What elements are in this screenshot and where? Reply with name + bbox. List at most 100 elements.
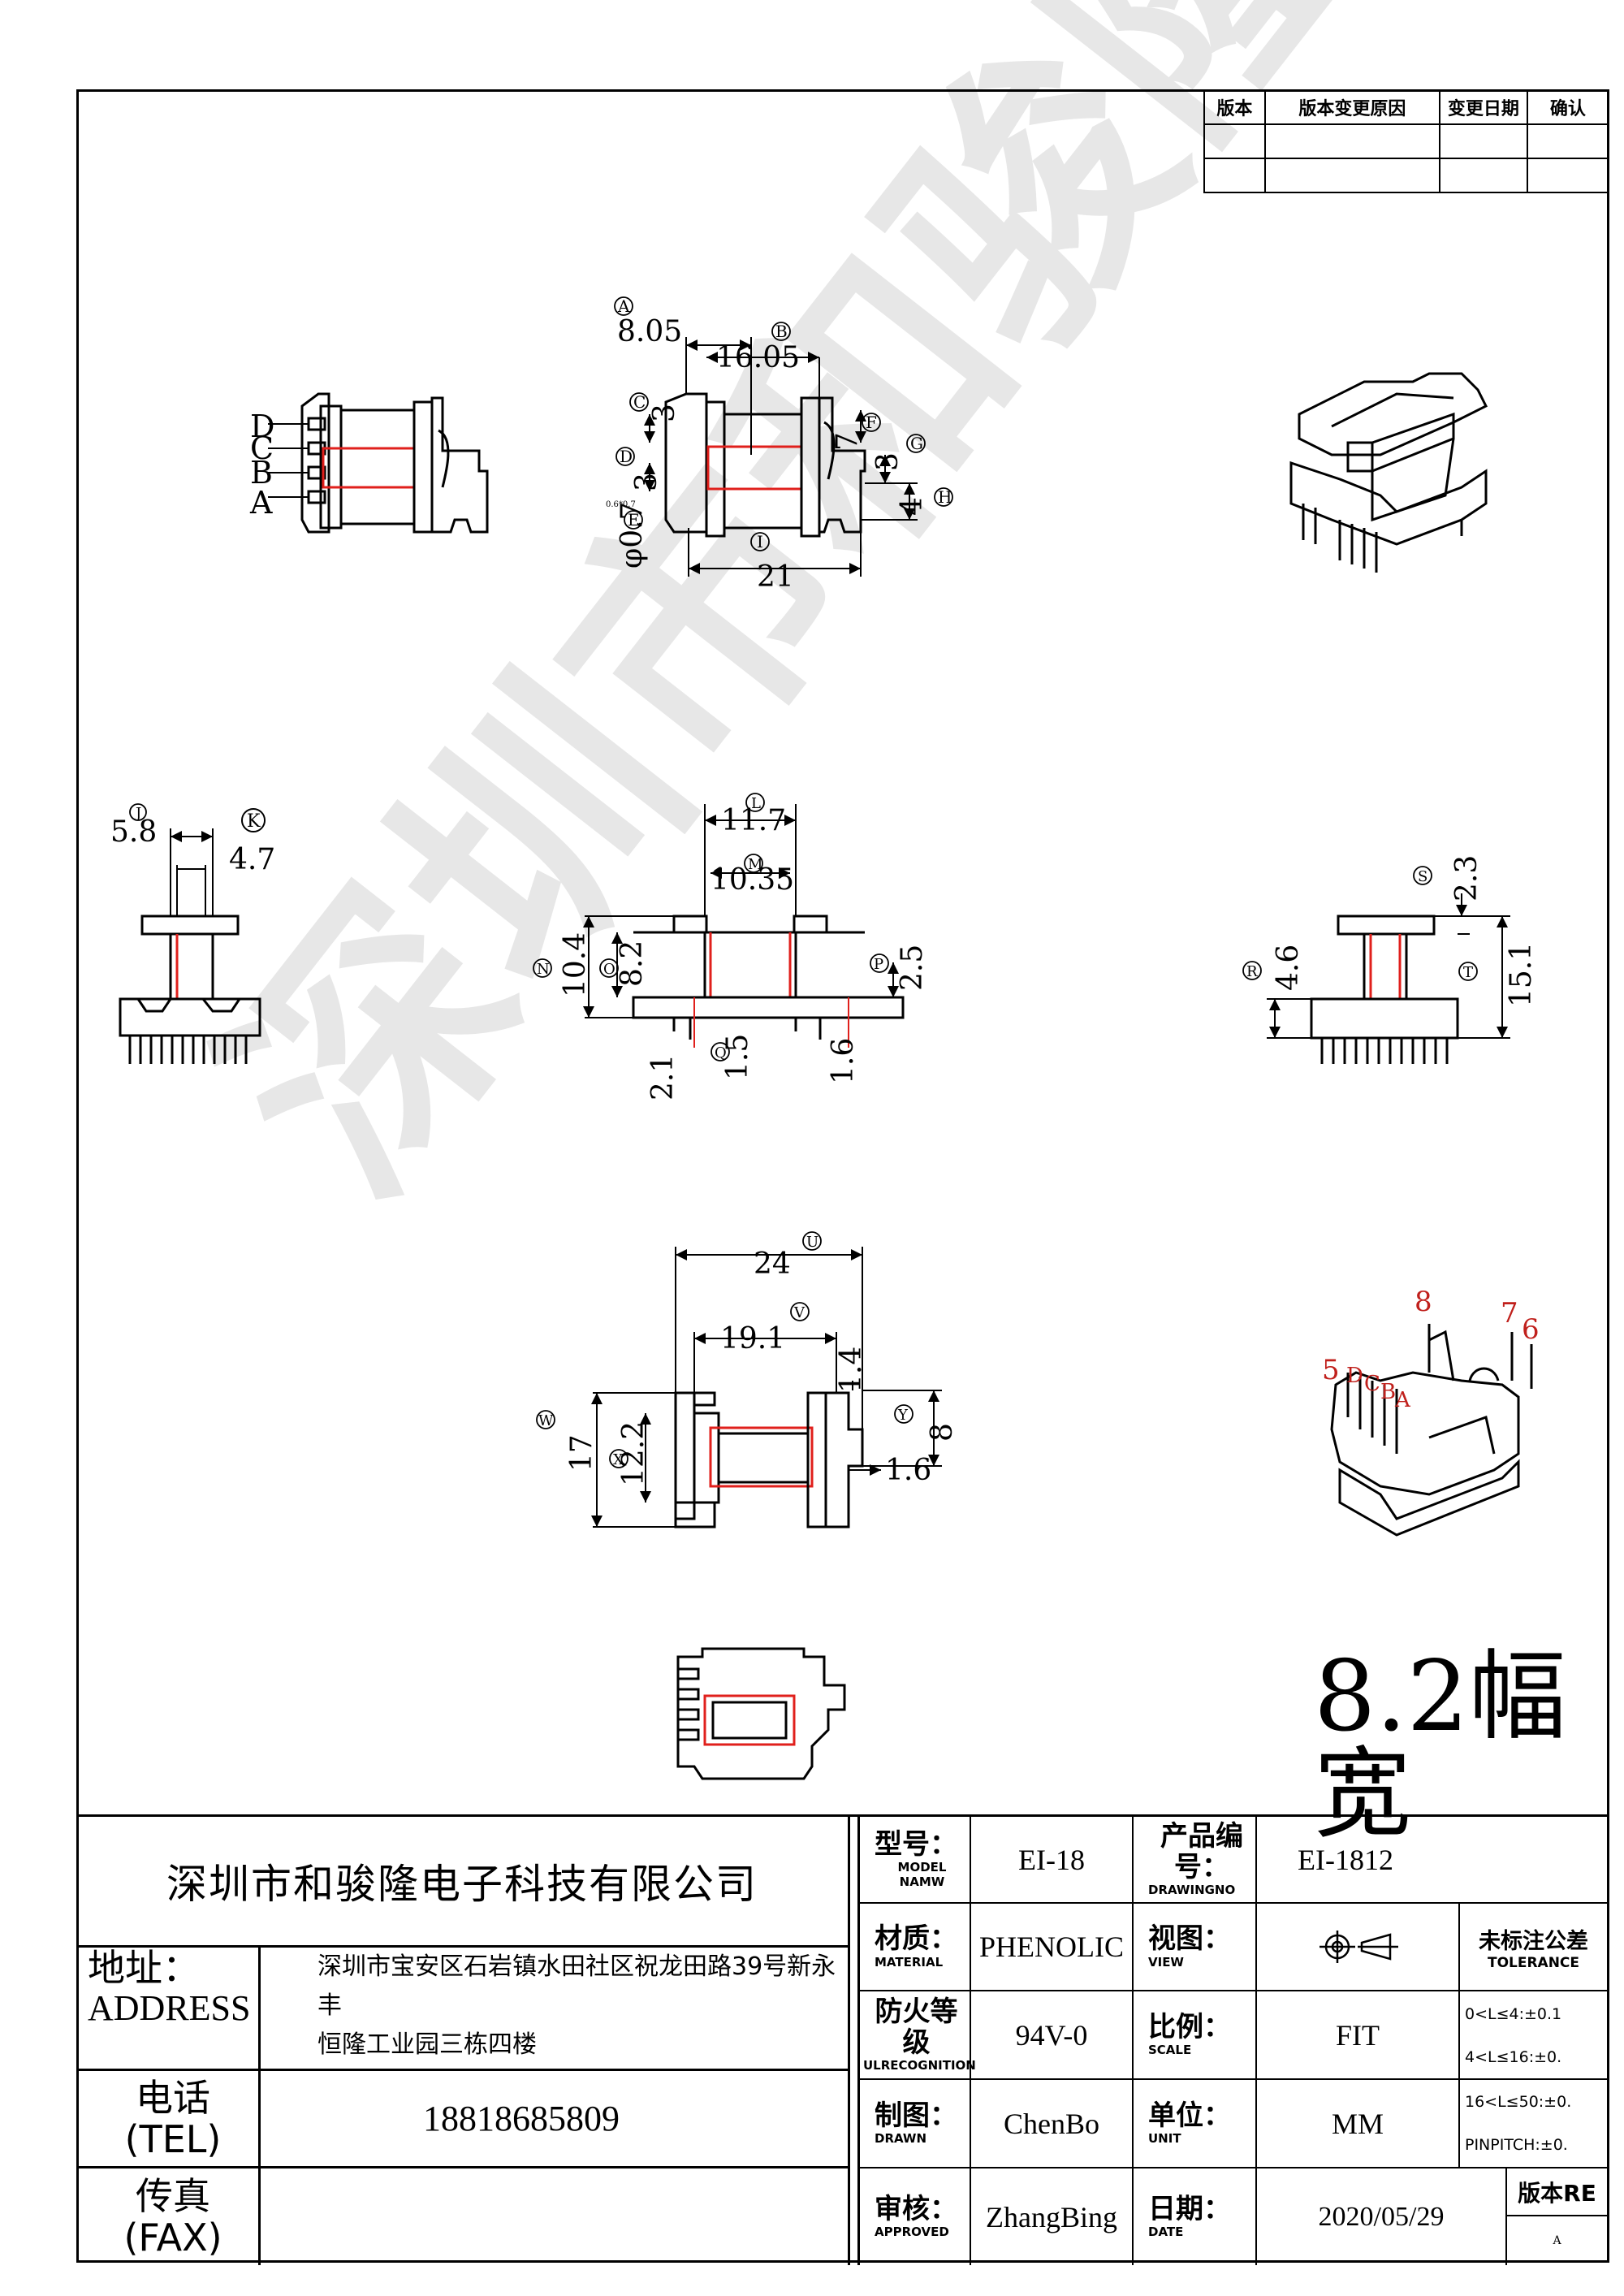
circle-d: D — [620, 447, 633, 466]
version-value: A — [1553, 2234, 1561, 2247]
tolerance-label-en: TOLERANCE — [1487, 1954, 1580, 1971]
dim-i: 21 — [757, 560, 794, 594]
dim-f: 7 — [831, 432, 864, 451]
circle-w: W — [538, 1412, 554, 1429]
flame-label: 防火等级 — [875, 1995, 958, 2059]
iso-pin-d: D — [1346, 1364, 1363, 1388]
dim-k: 4.7 — [229, 843, 275, 876]
dim-t: 15.1 — [1505, 942, 1538, 1007]
date-value: 2020/05/29 — [1318, 2201, 1445, 2232]
circle-i: I — [757, 532, 763, 551]
circle-m: M — [748, 856, 762, 873]
circle-g: G — [910, 434, 923, 453]
dim-r: 4.6 — [1272, 945, 1305, 991]
drawn-label-cell: 制图： DRAWN — [860, 2080, 970, 2167]
dim-w: 17 — [565, 1434, 598, 1472]
front-pin-labels: D C B A — [249, 409, 274, 521]
circle-c: C — [633, 392, 646, 412]
dim-q: 1.5 — [721, 1034, 754, 1080]
drawingno-label: 产品编号： — [1160, 1820, 1243, 1883]
tolerance-label: 未标注公差 — [1479, 1928, 1588, 1954]
dim-b: 16.05 — [716, 341, 800, 374]
date-label-en: DATE — [1148, 2225, 1184, 2240]
dim-v: 19.1 — [720, 1322, 785, 1356]
drawn-label-en: DRAWN — [875, 2131, 927, 2147]
circle-b: B — [775, 322, 788, 341]
front-dim-view: 8.05 16.05 21 3 3 7 3 4 φ0.7 0.6*0.7 A B… — [606, 296, 953, 594]
dim-y-bot: 1.6 — [885, 1454, 931, 1487]
date-label: 日期： — [1148, 2192, 1231, 2225]
third-angle-projection-icon — [1320, 1931, 1398, 1963]
company-name: 深圳市和骏隆电子科技有限公司 — [166, 1861, 758, 1908]
version-label: 版本RE — [1518, 2179, 1596, 2207]
dim-g: 3 — [871, 452, 905, 471]
top-view — [676, 1647, 846, 1780]
flame-label-cell: 防火等级 ULRECOGNITION — [860, 1991, 976, 2078]
pin-label-a: A — [249, 485, 273, 521]
pin-label-6: 6 — [1522, 1313, 1540, 1346]
view-label: 视图： — [1148, 1922, 1231, 1956]
rev-cell — [1526, 158, 1610, 193]
flame-label-en: ULRECOGNITION — [863, 2057, 976, 2073]
side-view-middle: 11.7 10.35 10.4 8.2 2.5 1.5 2.1 1.6 L M … — [533, 793, 929, 1100]
model-label: 型号： — [875, 1827, 957, 1861]
dim-h: 4 — [896, 497, 929, 516]
dim-p: 2.5 — [896, 945, 929, 991]
dim-e: φ0.7 — [615, 502, 649, 569]
projection-symbol — [1257, 1904, 1458, 1990]
tel-value: 18818685809 — [423, 2099, 620, 2138]
dim-s: 2.3 — [1450, 855, 1484, 902]
title-block: 深圳市和骏隆电子科技有限公司 地址： ADDRESS 深圳市宝安区石岩镇水田社区… — [76, 1814, 1609, 2265]
rev-cell — [1203, 158, 1266, 193]
address-label-cell: 地址： ADDRESS — [76, 1948, 258, 2069]
unit-label: 单位： — [1148, 2099, 1231, 2132]
pin-label-5: 5 — [1322, 1354, 1340, 1386]
address-cell: 深圳市宝安区石岩镇水田社区祝龙田路39号新永丰 恒隆工业园三栋四楼 — [261, 1948, 848, 2069]
unit-label-en: UNIT — [1148, 2131, 1181, 2147]
tolerance-header: 未标注公差 TOLERANCE — [1460, 1904, 1607, 1990]
dim-right-low: 1.6 — [827, 1038, 860, 1084]
tolerance-row-2: 4<L≤16:±0. — [1465, 2047, 1562, 2066]
model-label-cell: 型号： MODEL NAMW — [860, 1817, 970, 1902]
unit-label-cell: 单位： UNIT — [1134, 2080, 1255, 2167]
rev-header-date: 变更日期 — [1438, 89, 1528, 125]
drawingno-label-cell: 产品编号： DRAWINGNO — [1134, 1817, 1255, 1902]
rev-header-version: 版本 — [1203, 89, 1266, 125]
drawingno-value: EI-1812 — [1298, 1843, 1393, 1876]
circle-j: J — [134, 805, 141, 822]
model-label-en: MODEL NAMW — [897, 1860, 947, 1890]
tolerance-row-1: 0<L≤4:±0.1 — [1465, 2004, 1562, 2023]
circle-s: S — [1418, 868, 1427, 885]
circle-y: Y — [897, 1407, 909, 1424]
circle-f: F — [866, 413, 877, 432]
side-view-right: 2.3 15.1 4.6 S R T — [1242, 855, 1538, 1064]
dim-c: 3 — [648, 404, 681, 422]
scale-label-cell: 比例： SCALE — [1134, 1991, 1255, 2078]
model-value: EI-18 — [1018, 1843, 1085, 1876]
address-label-en: ADDRESS — [88, 1987, 251, 2028]
dim-a: 8.05 — [617, 315, 682, 348]
dim-m: 10.35 — [710, 863, 794, 897]
dim-x: 12.2 — [617, 1421, 650, 1486]
address-label: 地址： — [88, 1946, 200, 1990]
tel-label: 电话(TEL) — [124, 2075, 222, 2161]
approved-label-en: APPROVED — [875, 2225, 949, 2240]
circle-l: L — [751, 795, 761, 812]
rev-header-reason: 版本变更原因 — [1263, 89, 1440, 125]
circle-r: R — [1246, 963, 1258, 980]
address-line-2: 恒隆工业园三栋四楼 — [317, 2030, 537, 2059]
fax-value — [261, 2168, 848, 2265]
address-line-1: 深圳市宝安区石岩镇水田社区祝龙田路39号新永丰 — [317, 1952, 836, 2020]
iso-pin-b: B — [1380, 1380, 1396, 1404]
rev-cell — [1263, 158, 1440, 193]
drawingno-label-en: DRAWINGNO — [1148, 1882, 1236, 1897]
drawn-value: ChenBo — [1003, 2107, 1099, 2140]
rev-header-confirm: 确认 — [1526, 89, 1610, 125]
dim-u: 24 — [754, 1247, 791, 1281]
approved-value: ZhangBing — [986, 2200, 1117, 2233]
material-label-cell: 材质： MATERIAL — [860, 1904, 970, 1990]
circle-o: O — [603, 961, 615, 978]
iso-pin-labels: 8 7 6 5 D C B A — [1322, 1286, 1540, 1412]
dim-y-top: 1.4 — [835, 1347, 868, 1393]
circle-p: P — [874, 956, 883, 973]
